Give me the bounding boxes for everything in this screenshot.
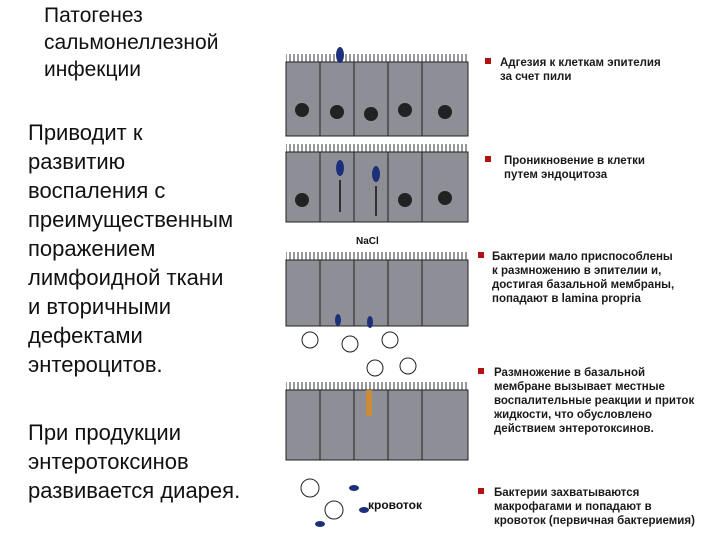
diarrhea-paragraph: При продукции энтеротоксинов развивается… [28,420,241,503]
note-inflammation: Размножение в базальной мембране вызывае… [494,367,695,435]
stage-bacteremia [300,478,369,527]
slide-title: Патогенез сальмонеллезной инфекции [44,4,219,81]
note-bacteremia: Бактерии захватываются макрофагами и поп… [494,487,695,527]
bullet-marker [485,156,491,162]
stage-lamina-propria [285,252,469,353]
stage-endocytosis [285,144,469,223]
pathogenesis-diagram [285,47,469,527]
bullet-marker [478,252,484,258]
bloodstream-label: кровоток [368,498,422,512]
stage-adhesion [285,47,469,137]
note-adhesion: Адгезия к клеткам эпителия за счет пили [500,57,661,83]
bullet-marker [478,488,484,494]
bullet-marker [485,58,491,64]
bullet-marker [478,368,484,374]
nacl-label: NaCl [356,236,379,247]
main-paragraph: Приводит к развитию воспаления с преимущ… [28,120,234,377]
note-lamina-propria: Бактерии мало приспособлены к размножени… [492,251,675,305]
note-endocytosis: Проникновение в клетки путем эндоцитоза [504,155,645,181]
stage-inflammation [285,357,469,461]
